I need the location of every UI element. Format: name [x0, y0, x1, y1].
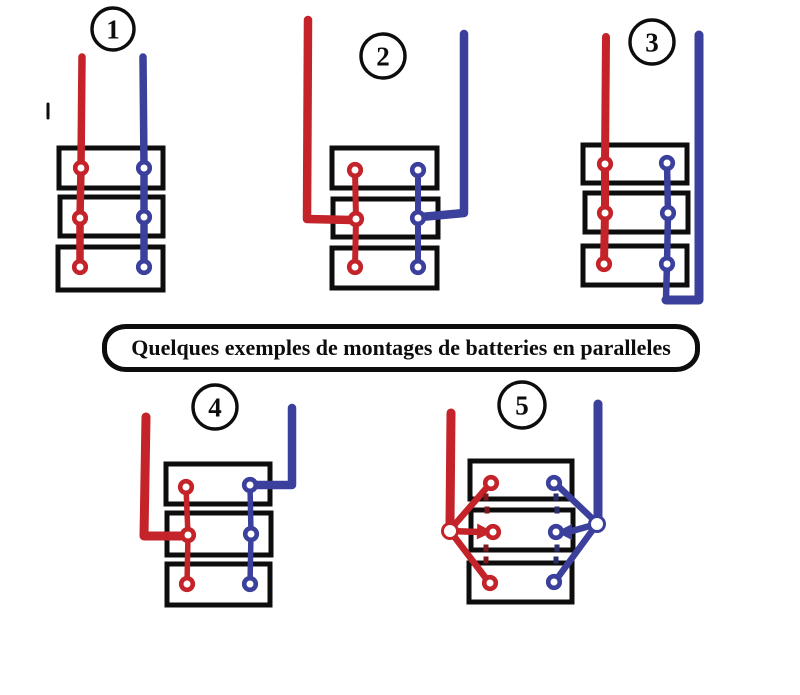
wire-blue — [416, 29, 469, 222]
terminal-icon-red — [179, 526, 197, 544]
terminal-icon-blue — [409, 209, 427, 227]
terminal-icon-red — [177, 478, 195, 496]
wire-blue — [662, 159, 672, 303]
wire-blue — [661, 30, 704, 305]
diagram-5: 5 — [441, 380, 606, 605]
terminal-icon-red — [178, 575, 196, 593]
terminal-icon-blue — [658, 154, 676, 172]
terminal-icon-red — [596, 155, 614, 173]
dash-mark — [553, 493, 559, 501]
dash-mark — [484, 506, 490, 514]
diagram-number-circle — [359, 32, 407, 80]
dash-mark — [483, 493, 489, 501]
wire-red — [600, 33, 610, 268]
terminal-icon-red — [595, 255, 613, 273]
terminal-icon-blue — [241, 575, 259, 593]
terminal-icon-blue — [409, 258, 427, 276]
caption-banner: Quelques exemples de montages de batteri… — [102, 324, 700, 372]
wire-red — [446, 527, 492, 585]
wire-red — [445, 408, 456, 529]
diagram-2: 2 — [302, 15, 469, 291]
diagram-number-label: 4 — [208, 393, 222, 423]
terminal-icon-red — [71, 209, 89, 227]
terminal-icon-red — [484, 523, 502, 541]
wire-blue — [552, 520, 601, 584]
terminal-icon-red — [72, 159, 90, 177]
terminal-icon-blue — [545, 573, 563, 591]
terminal-icon-blue — [135, 258, 153, 276]
wire-red — [139, 412, 189, 541]
caption-text: Quelques exemples de montages de batteri… — [131, 335, 671, 360]
terminal-icon-blue — [659, 204, 677, 222]
dash-mark — [483, 556, 489, 564]
diagram-number-circle — [628, 18, 676, 66]
diagram-1: 1 — [46, 6, 166, 293]
arrowhead-icon-red — [476, 523, 493, 540]
terminal-icon-red — [481, 574, 499, 592]
terminal-icon-red — [346, 258, 364, 276]
terminal-icon-red — [347, 210, 365, 228]
wire-red — [446, 481, 493, 534]
junction-node-red — [441, 522, 459, 540]
diagram-number-circle — [497, 380, 547, 430]
terminal-icon-blue — [135, 208, 153, 226]
terminal-icon-blue — [547, 523, 565, 541]
dash-mark — [553, 556, 559, 564]
diagram-number-label: 5 — [515, 391, 529, 421]
terminal-icon-red — [71, 258, 89, 276]
terminal-icon-blue — [135, 159, 153, 177]
terminal-icon-blue — [545, 474, 563, 492]
wire-red — [302, 15, 357, 225]
wire-blue — [552, 480, 601, 527]
diagram-number-label: 2 — [376, 42, 390, 72]
diagram-number-label: 3 — [645, 28, 659, 58]
wire-blue — [247, 403, 297, 490]
terminal-icon-blue — [241, 476, 259, 494]
terminal-icon-red — [596, 204, 614, 222]
diagram-number-circle — [90, 6, 136, 52]
diagram-3: 3 — [580, 18, 704, 305]
terminal-icon-red — [346, 161, 364, 179]
terminal-icon-blue — [409, 161, 427, 179]
junction-node-blue — [588, 515, 606, 533]
terminal-icon-red — [482, 474, 500, 492]
diagram-number-label: 1 — [106, 15, 120, 45]
dash-mark — [483, 544, 489, 552]
dash-mark — [554, 506, 560, 514]
diagram-4: 4 — [139, 383, 297, 608]
wire-red — [76, 53, 86, 271]
diagram-number-circle — [191, 383, 239, 431]
wire-blue — [139, 53, 148, 271]
dash-mark — [554, 544, 560, 552]
terminal-icon-blue — [242, 525, 260, 543]
terminal-icon-blue — [658, 255, 676, 273]
